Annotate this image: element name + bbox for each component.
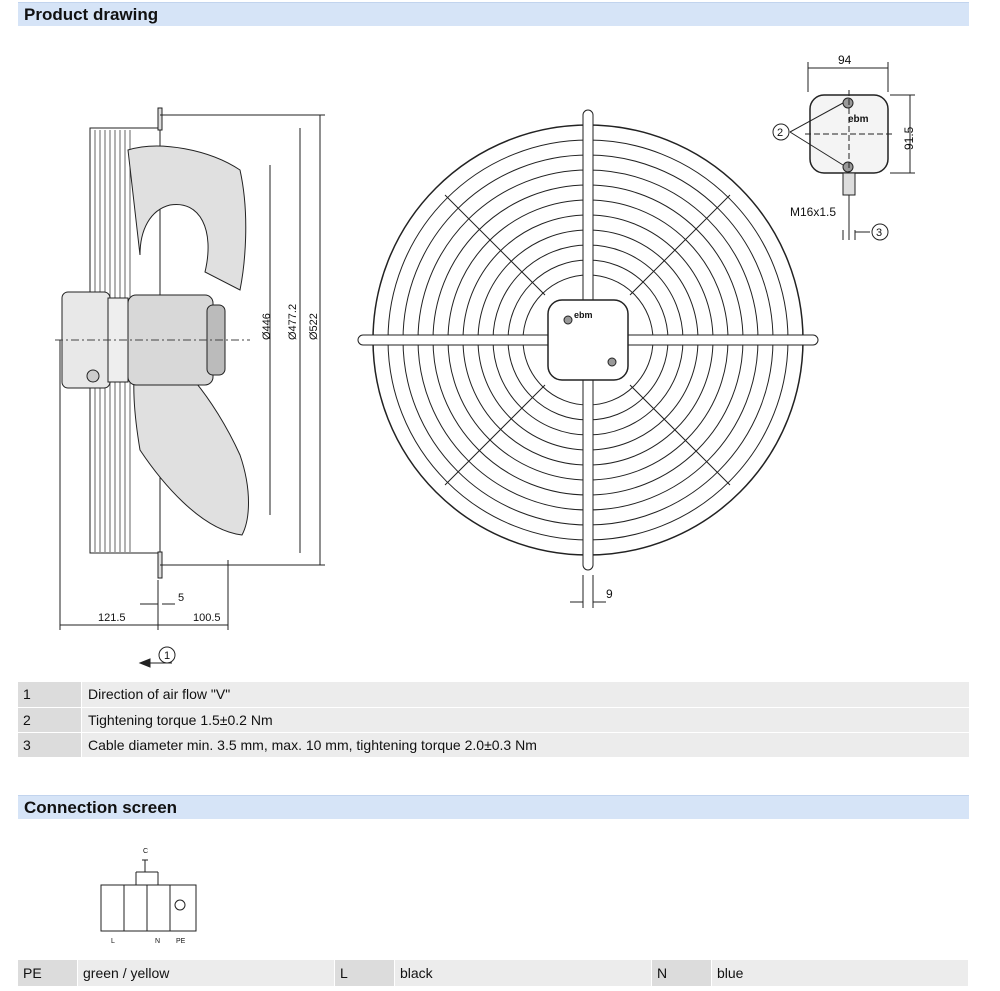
wire-row: PE green / yellow L black N blue [18, 960, 969, 986]
dim-477: Ø477.2 [287, 304, 299, 340]
front-view-drawing: 9 ebm [357, 109, 819, 608]
notes-table: 1 Direction of air flow "V" 2 Tightening… [18, 682, 969, 758]
callout-3: 3 [876, 227, 882, 239]
wire-terminal: L [334, 960, 395, 986]
note-text: Direction of air flow "V" [81, 682, 969, 708]
dim-5: 5 [178, 592, 184, 604]
dim-100: 100.5 [193, 612, 221, 624]
terminal-n-label: N [155, 938, 160, 945]
note-number: 1 [18, 682, 82, 708]
dim-9: 9 [606, 587, 613, 601]
hub-brand-label: ebm [574, 310, 593, 320]
terminal-pe-label: PE [176, 938, 186, 945]
dim-94: 94 [838, 53, 852, 67]
dim-121: 121.5 [98, 612, 126, 624]
callout-1: 1 [164, 650, 170, 662]
callout-2: 2 [777, 127, 783, 139]
capacitor-label: C [143, 848, 148, 855]
wire-color: green / yellow [77, 960, 335, 986]
wire-color: blue [711, 960, 969, 986]
note-row: 3 Cable diameter min. 3.5 mm, max. 10 mm… [18, 732, 969, 758]
product-drawing-header: Product drawing [18, 2, 969, 26]
wire-terminal: N [651, 960, 712, 986]
terminal-box-detail: 94 91.5 ebm 2 M16x1.5 3 [772, 53, 916, 241]
wire-color-table: PE green / yellow L black N blue [18, 960, 969, 986]
dim-91-5: 91.5 [902, 126, 916, 150]
wire-terminal: PE [18, 960, 78, 986]
note-text: Tightening torque 1.5±0.2 Nm [81, 707, 969, 733]
note-number: 2 [18, 707, 82, 733]
dim-522: Ø522 [308, 313, 320, 340]
side-view-drawing: Ø446 Ø477.2 Ø522 121.5 5 100.5 1 [55, 107, 325, 668]
note-row: 2 Tightening torque 1.5±0.2 Nm [18, 707, 969, 733]
thread-label: M16x1.5 [790, 205, 836, 219]
note-number: 3 [18, 732, 82, 758]
connection-screen-header: Connection screen [18, 795, 969, 819]
terminal-l-label: L [111, 938, 115, 945]
note-text: Cable diameter min. 3.5 mm, max. 10 mm, … [81, 732, 969, 758]
box-brand-label: ebm [848, 114, 869, 125]
dim-446: Ø446 [261, 313, 273, 340]
wire-color: black [394, 960, 652, 986]
note-row: 1 Direction of air flow "V" [18, 682, 969, 708]
